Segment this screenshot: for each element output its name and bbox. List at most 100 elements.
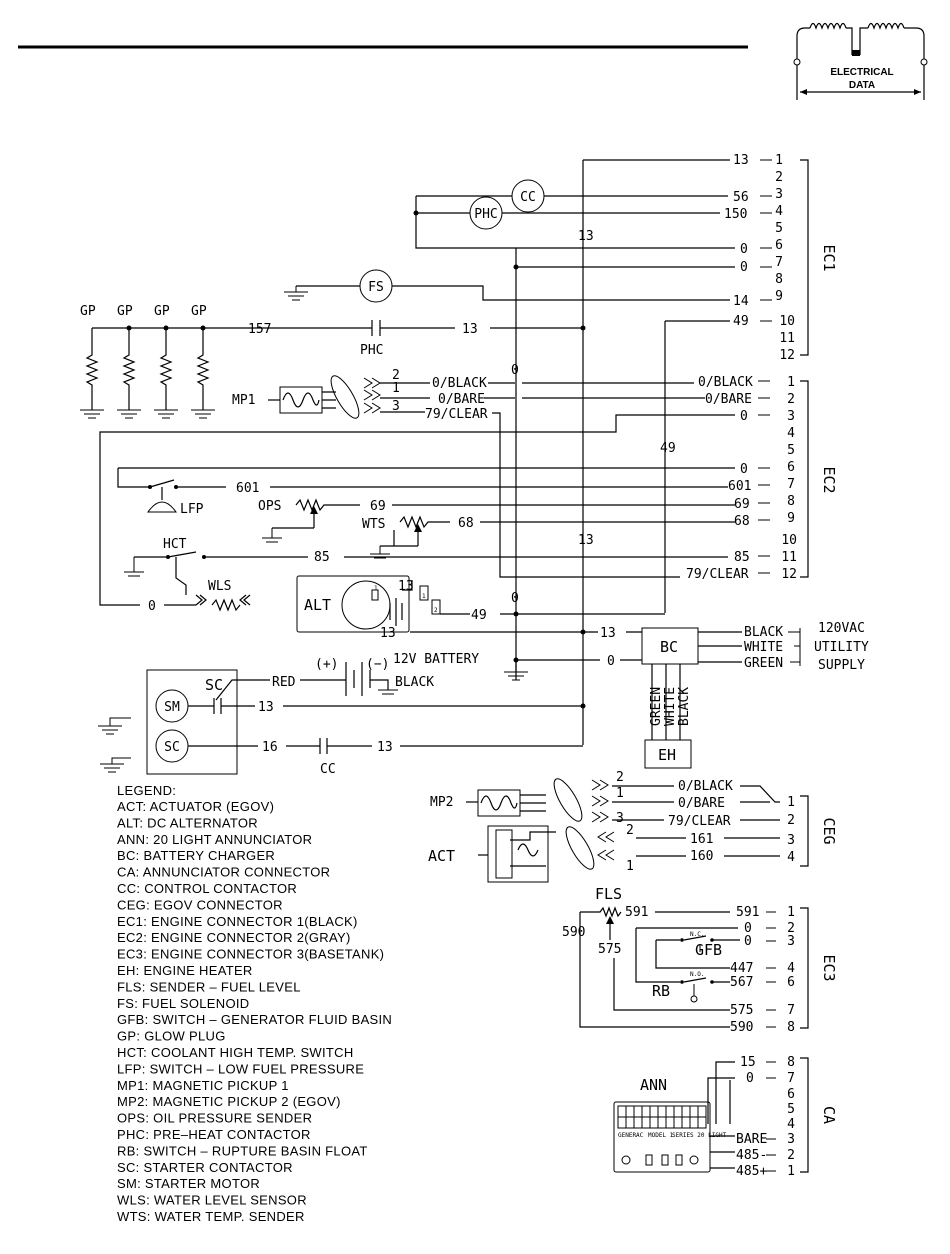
- wls-wire-0: 0: [148, 599, 156, 614]
- badge-line-1: ELECTRICAL: [830, 67, 893, 78]
- lfp-label: LFP: [180, 502, 204, 517]
- ec1-pin: 12: [779, 348, 795, 363]
- wire-68-label: 68: [458, 516, 474, 531]
- utility-green: GREEN: [744, 656, 783, 671]
- sc-wire-16: 16: [262, 740, 278, 755]
- mp1-wire-bare: 0/BARE: [438, 392, 485, 407]
- ca-wire-1: 485+: [736, 1164, 767, 1179]
- ec2-pin: 3: [787, 409, 795, 424]
- ceg-connector: CEG 1 2 3 4 0/BLACK 0/BARE 79/CLEAR 161 …: [612, 779, 838, 867]
- battery-black-label: BLACK: [395, 675, 434, 690]
- alt-wire-13: 13: [398, 579, 414, 594]
- fls-label: FLS: [595, 885, 622, 903]
- ceg-pin: 1: [787, 795, 795, 810]
- bc-label: BC: [660, 638, 678, 656]
- mp1-pickup: MP1 2 1 3 0/BLACK 0/BARE 79/CLEAR: [232, 368, 705, 578]
- wire-601-label: 601: [236, 481, 259, 496]
- ec1-wire-10: 49: [733, 314, 749, 329]
- ec1-pin: 7: [775, 255, 783, 270]
- ec1-wire-9: 14: [733, 294, 749, 309]
- ec2-pin: 9: [787, 511, 795, 526]
- eh-wire-green: GREEN: [649, 687, 664, 726]
- annunciator: ANN GENERAC MODEL 1 SERIES 20 LIGHT: [613, 1061, 735, 1173]
- gfb-label: GFB: [695, 941, 722, 959]
- ec3-pin: 3: [787, 934, 795, 949]
- ec2-pin: 1: [787, 375, 795, 390]
- ec1-pin: 4: [775, 204, 783, 219]
- ceg-wire-black: 0/BLACK: [678, 779, 733, 794]
- mp1-pin-2: 2: [392, 368, 400, 383]
- ec3-wire-1: 591: [736, 905, 759, 920]
- legend-item: WTS: WATER TEMP. SENDER: [117, 1209, 305, 1224]
- legend-item: BC: BATTERY CHARGER: [117, 848, 275, 863]
- rb-no-label: N.O.: [690, 971, 704, 978]
- alt-wire-13-bottom: 13: [380, 626, 396, 641]
- mp2-pin-1: 1: [616, 786, 624, 801]
- mp1-pin-1: 1: [392, 381, 400, 396]
- ca-wire-2: 485-: [736, 1148, 767, 1163]
- wts-label: WTS: [362, 517, 385, 532]
- wire-0-label: 0: [511, 363, 519, 378]
- ca-wire-7: 0: [746, 1071, 754, 1086]
- phc-contact-label: PHC: [360, 343, 383, 358]
- ceg-pin: 4: [787, 850, 795, 865]
- ceg-wire-161: 161: [690, 832, 713, 847]
- lfp-switch: LFP 601: [117, 467, 735, 517]
- ec2-pin-numbers: 1 2 3 4 5 6 7 8 9 10 11 12: [781, 375, 797, 582]
- mp2-pin-3: 3: [616, 811, 624, 826]
- legend-item: ALT: DC ALTERNATOR: [117, 815, 258, 830]
- legend-item: RB: SWITCH – RUPTURE BASIN FLOAT: [117, 1143, 368, 1158]
- legend-item: CC: CONTROL CONTACTOR: [117, 881, 297, 896]
- ca-pin: 6: [787, 1087, 795, 1102]
- wire-13-label-lower: 13: [578, 533, 594, 548]
- ec2-pin: 5: [787, 443, 795, 458]
- cc-coil-label: CC: [520, 190, 536, 205]
- alt-pin-1: 1: [374, 585, 378, 592]
- ec2-pin: 7: [787, 477, 795, 492]
- wts-sender: WTS 68: [362, 515, 735, 559]
- ceg-wire-clear: 79/CLEAR: [668, 814, 731, 829]
- act-pin-1: 1: [626, 859, 634, 874]
- ops-sender: OPS 69: [258, 498, 735, 543]
- ec1-pin: 2: [775, 170, 783, 185]
- ec2-pin: 2: [787, 392, 795, 407]
- mp2-pin-2: 2: [616, 770, 624, 785]
- gp-label-1: GP: [80, 304, 96, 319]
- ec1-connector: EC1 1 2 3 4 5 6 7 8 9 10 11 12 13 56 150…: [724, 153, 838, 363]
- ec3-wire-3: 0: [744, 934, 752, 949]
- ec3-wire-2: 0: [744, 921, 752, 936]
- ec1-pin: 6: [775, 238, 783, 253]
- badge-line-2: DATA: [849, 80, 875, 91]
- legend-item: MP1: MAGNETIC PICKUP 1: [117, 1078, 289, 1093]
- ec3-pin: 7: [787, 1003, 795, 1018]
- gp-label-3: GP: [154, 304, 170, 319]
- ec2-wire-9: 68: [734, 514, 750, 529]
- ec2-wire-2: 0/BARE: [705, 392, 752, 407]
- ca-pin: 2: [787, 1148, 795, 1163]
- mp1-wire-black: 0/BLACK: [432, 376, 487, 391]
- legend-item: WLS: WATER LEVEL SENSOR: [117, 1193, 307, 1208]
- battery-label: 12V BATTERY: [393, 652, 479, 667]
- ec3-pin: 2: [787, 921, 795, 936]
- ec1-pin: 11: [779, 331, 795, 346]
- ec3-wire-4: 447: [730, 961, 753, 976]
- wire-13-phc: 13: [462, 322, 478, 337]
- ceg-pin: 2: [787, 813, 795, 828]
- legend-items: ACT: ACTUATOR (EGOV)ALT: DC ALTERNATORAN…: [117, 799, 392, 1224]
- utility-label-1: 120VAC: [818, 621, 865, 636]
- ec2-wire-11: 85: [734, 550, 750, 565]
- ec2-wire-6: 0: [740, 462, 748, 477]
- eh-label: EH: [658, 746, 676, 764]
- eh-wire-black: BLACK: [677, 687, 692, 726]
- bc-wire-0: 0: [607, 654, 615, 669]
- ec2-connector: EC2 1 2 3 4 5 6 7 8 9 10 11 12 0/BLACK 0…: [686, 375, 838, 582]
- ec1-pin: 3: [775, 187, 783, 202]
- mp1-label: MP1: [232, 393, 255, 408]
- legend-item: LFP: SWITCH – LOW FUEL PRESSURE: [117, 1061, 364, 1076]
- fls-wire-575: 575: [598, 942, 621, 957]
- wire-49-label: 49: [660, 441, 676, 456]
- ca-pin: 8: [787, 1055, 795, 1070]
- eh-wire-white: WHITE: [663, 687, 678, 726]
- mp2-label: MP2: [430, 795, 453, 810]
- ec2-wire-12: 79/CLEAR: [686, 567, 749, 582]
